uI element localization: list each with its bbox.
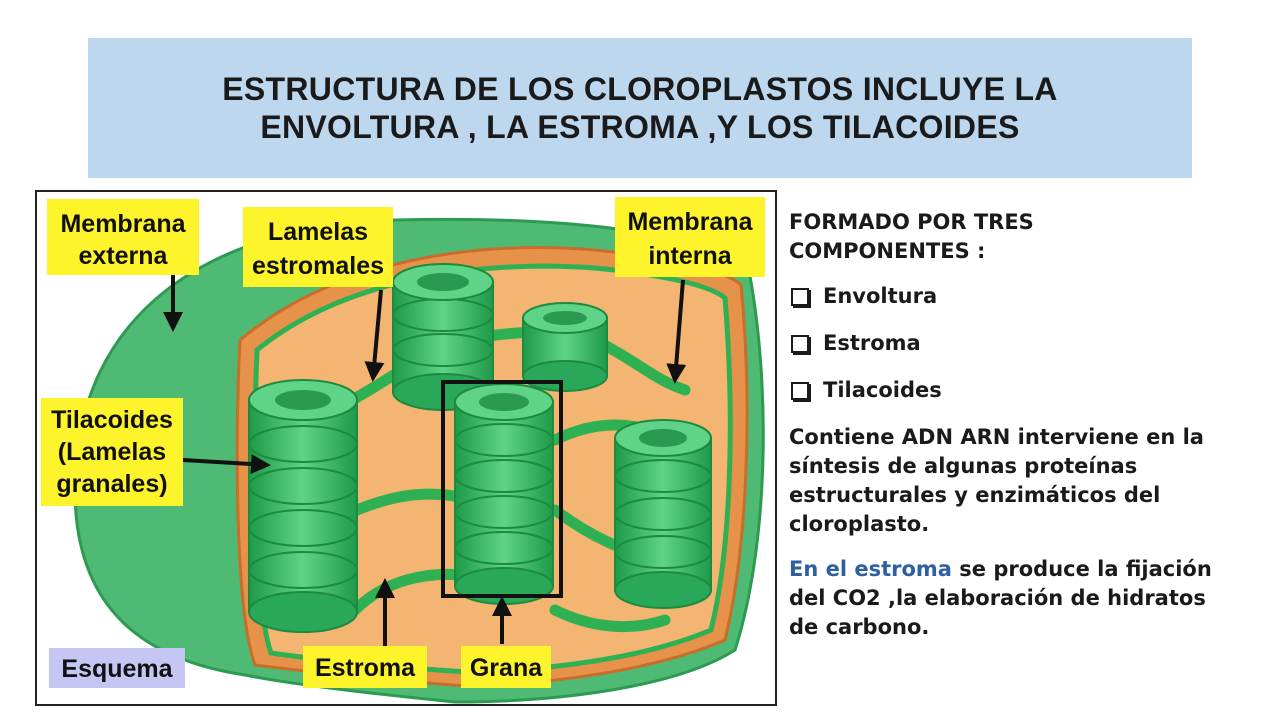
chloroplast-diagram: Membrana externa Lamelas estromales Memb… <box>35 190 777 706</box>
label-grana-text: Grana <box>470 654 543 682</box>
label-membrana-externa-line-1: Membrana <box>60 210 186 238</box>
granum-stack-left <box>248 379 358 633</box>
checkbox-bullet-icon <box>791 381 809 400</box>
label-esquema-text: Esquema <box>61 655 173 683</box>
label-lamelas-estromales: Lamelas estromales <box>243 207 393 287</box>
stroma-paragraph: En el estroma se produce la fijación del… <box>789 555 1214 642</box>
dna-paragraph: Contiene ADN ARN interviene en la síntes… <box>789 425 1204 536</box>
label-tilacoides-line-2: (Lamelas <box>58 438 166 466</box>
label-grana: Grana <box>461 646 551 688</box>
label-membrana-interna: Membrana interna <box>615 197 765 277</box>
list-item: Envoltura <box>789 282 1214 311</box>
checkbox-bullet-icon <box>791 287 809 306</box>
label-membrana-externa: Membrana externa <box>47 199 199 275</box>
list-item: Estroma <box>789 329 1214 358</box>
info-panel: FORMADO POR TRES COMPONENTES : Envoltura… <box>789 208 1214 658</box>
arrow-tilacoides <box>182 454 271 475</box>
stroma-paragraph-rest: se produce la fijación del CO2 ,la elabo… <box>789 557 1212 639</box>
label-estroma-text: Estroma <box>315 654 416 682</box>
title-line-2: ENVOLTURA , LA ESTROMA ,Y LOS TILACOIDES <box>260 109 1020 145</box>
title-line-1: ESTRUCTURA DE LOS CLOROPLASTOS INCLUYE L… <box>222 71 1058 107</box>
label-tilacoides: Tilacoides (Lamelas granales) <box>41 398 183 506</box>
label-estroma: Estroma <box>303 646 427 688</box>
label-lamelas-estromales-line-2: estromales <box>252 252 384 280</box>
chloroplast-illustration: Membrana externa Lamelas estromales Memb… <box>35 190 777 706</box>
list-item-label: Tilacoides <box>823 378 942 402</box>
label-membrana-externa-line-2: externa <box>79 242 169 270</box>
granum-stack-top-right <box>522 302 608 392</box>
list-item-label: Estroma <box>823 331 921 355</box>
pointer-arrows <box>163 275 687 648</box>
title-banner: ESTRUCTURA DE LOS CLOROPLASTOS INCLUYE L… <box>88 38 1192 178</box>
label-lamelas-estromales-line-1: Lamelas <box>268 218 368 246</box>
slide-title: ESTRUCTURA DE LOS CLOROPLASTOS INCLUYE L… <box>222 70 1057 146</box>
label-membrana-interna-line-1: Membrana <box>627 208 753 236</box>
list-item: Tilacoides <box>789 376 1214 405</box>
label-tilacoides-line-3: granales) <box>56 470 167 498</box>
granum-stack-right <box>614 419 712 609</box>
label-membrana-interna-line-2: interna <box>648 242 732 270</box>
checkbox-bullet-icon <box>791 334 809 353</box>
components-heading: FORMADO POR TRES COMPONENTES : <box>789 210 1034 263</box>
label-tilacoides-line-1: Tilacoides <box>51 406 173 434</box>
components-list: Envoltura Estroma Tilacoides <box>789 282 1214 405</box>
arrow-lamelas-estromales <box>364 289 385 382</box>
list-item-label: Envoltura <box>823 284 938 308</box>
stroma-highlight: En el estroma <box>789 557 952 581</box>
arrow-membrana-interna <box>666 279 687 384</box>
label-esquema: Esquema <box>49 648 185 688</box>
granum-stack-center <box>454 383 554 605</box>
